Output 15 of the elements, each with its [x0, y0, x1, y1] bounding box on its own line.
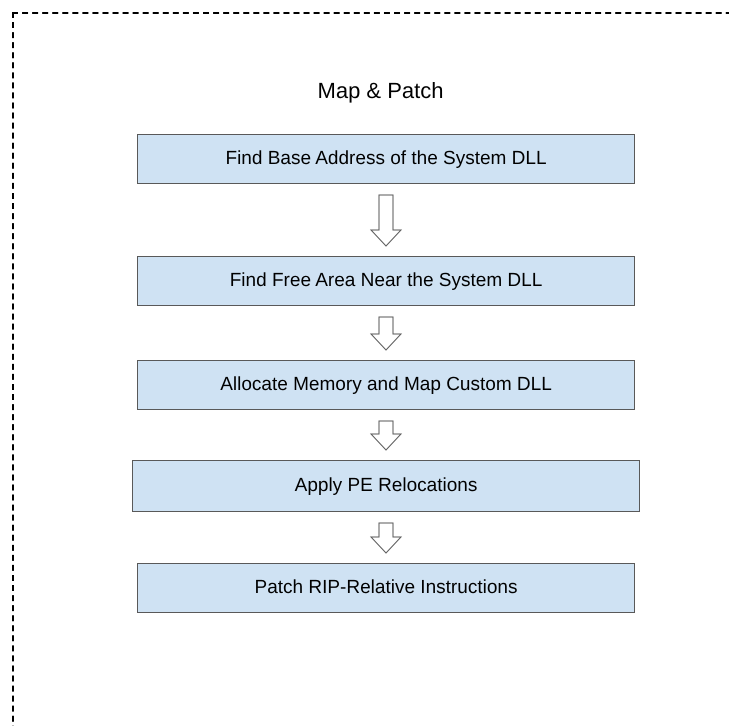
- step-label: Allocate Memory and Map Custom DLL: [220, 374, 552, 396]
- block-arrow: [370, 522, 402, 554]
- process-box: [137, 134, 635, 184]
- process-box: [137, 563, 635, 613]
- step-label: Apply PE Relocations: [294, 475, 478, 497]
- step-label: Find Base Address of the System DLL: [225, 148, 547, 170]
- group-title: Map & Patch: [316, 78, 444, 104]
- block-arrow: [370, 420, 402, 451]
- block-arrow: [370, 194, 402, 247]
- block-arrow: [370, 316, 402, 351]
- step-label: Find Free Area Near the System DLL: [230, 270, 542, 292]
- process-box: [137, 360, 635, 410]
- process-box: [137, 256, 635, 306]
- process-box: [132, 460, 640, 512]
- step-label: Patch RIP-Relative Instructions: [254, 577, 518, 599]
